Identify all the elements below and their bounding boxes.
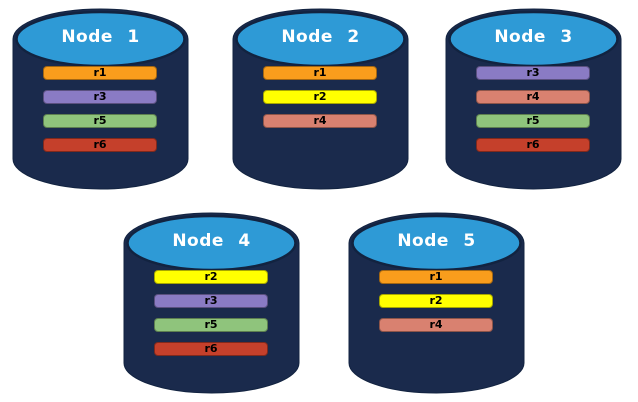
replica-bar-r6: r6 (154, 342, 268, 356)
replica-bar-r4: r4 (476, 90, 590, 104)
replica-list: r1 r3 r5 r6 (43, 66, 157, 152)
node-cylinder: Node 4 r2 r3 r5 r6 (123, 212, 300, 394)
replica-bar-r1: r1 (263, 66, 377, 80)
replica-list: r1 r2 r4 (379, 270, 493, 332)
replica-bar-r6: r6 (476, 138, 590, 152)
replica-bar-r6: r6 (43, 138, 157, 152)
replica-bar-r2: r2 (379, 294, 493, 308)
replica-list: r3 r4 r5 r6 (476, 66, 590, 152)
replica-bar-r3: r3 (154, 294, 268, 308)
node-title: Node 4 (172, 231, 251, 251)
node-cylinder: Node 5 r1 r2 r4 (348, 212, 525, 394)
node-cylinder: Node 1 r1 r3 r5 r6 (12, 8, 189, 190)
replica-bar-r5: r5 (43, 114, 157, 128)
node-title: Node 5 (397, 231, 476, 251)
replica-bar-r5: r5 (154, 318, 268, 332)
replica-bar-r3: r3 (476, 66, 590, 80)
replica-bar-r4: r4 (379, 318, 493, 332)
replica-bar-r5: r5 (476, 114, 590, 128)
replica-bar-r2: r2 (263, 90, 377, 104)
node-title: Node 3 (494, 27, 573, 47)
replica-bar-r1: r1 (43, 66, 157, 80)
replica-bar-r3: r3 (43, 90, 157, 104)
node-title: Node 1 (61, 27, 140, 47)
replica-list: r1 r2 r4 (263, 66, 377, 128)
replica-bar-r1: r1 (379, 270, 493, 284)
node-cylinder: Node 3 r3 r4 r5 r6 (445, 8, 622, 190)
replica-bar-r4: r4 (263, 114, 377, 128)
replica-bar-r2: r2 (154, 270, 268, 284)
replica-list: r2 r3 r5 r6 (154, 270, 268, 356)
node-cylinder: Node 2 r1 r2 r4 (232, 8, 409, 190)
node-title: Node 2 (281, 27, 360, 47)
